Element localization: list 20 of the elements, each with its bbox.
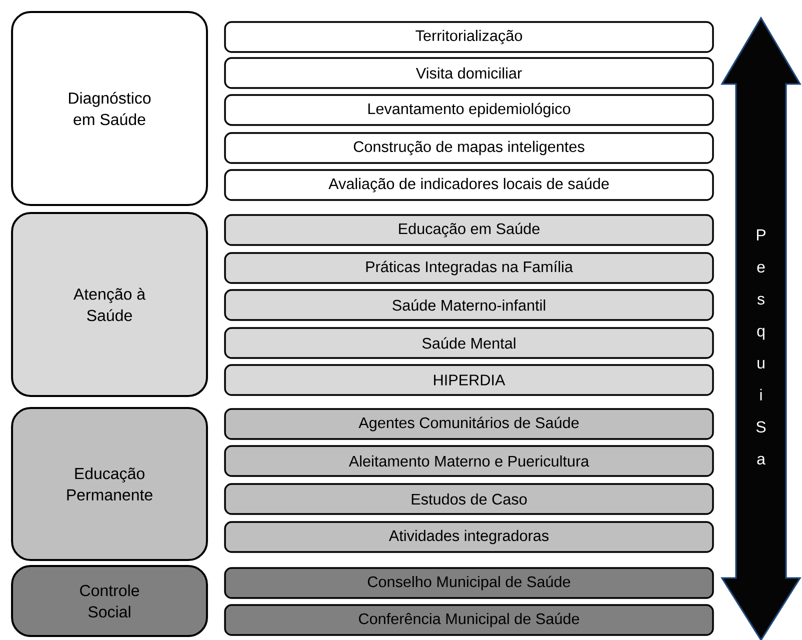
- activity-box: Visita domiciliar: [224, 57, 714, 89]
- group-box: Educação Permanente: [11, 407, 208, 561]
- activity-box: Construção de mapas inteligentes: [224, 132, 714, 164]
- group-box: Atenção à Saúde: [11, 212, 208, 397]
- activity-box: Estudos de Caso: [224, 483, 714, 515]
- activity-box: Avaliação de indicadores locais de saúde: [224, 169, 714, 201]
- group-box: Diagnóstico em Saúde: [11, 10, 208, 206]
- group-box: Controle Social: [11, 565, 208, 637]
- activity-box: Saúde Mental: [224, 327, 714, 359]
- activity-box: Saúde Materno-infantil: [224, 289, 714, 321]
- activity-box: Práticas Integradas na Família: [224, 252, 714, 284]
- activity-box: Aleitamento Materno e Puericultura: [224, 445, 714, 477]
- activity-box: HIPERDIA: [224, 364, 714, 396]
- activity-box: Conferência Municipal de Saúde: [224, 604, 714, 636]
- activity-box: Territorialização: [224, 21, 714, 53]
- activity-box: Levantamento epidemiológico: [224, 94, 714, 126]
- activity-box: Agentes Comunitários de Saúde: [224, 408, 714, 440]
- activity-box: Educação em Saúde: [224, 214, 714, 246]
- activity-box: Conselho Municipal de Saúde: [224, 567, 714, 599]
- activity-box: Atividades integradoras: [224, 521, 714, 553]
